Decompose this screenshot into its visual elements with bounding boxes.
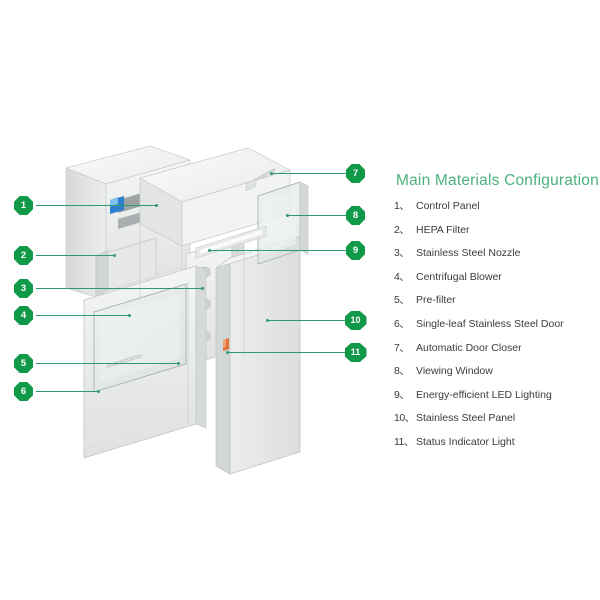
legend-title: Main Materials Configuration — [396, 172, 599, 189]
leader-endpoint-7 — [270, 171, 273, 175]
ceiling-slab — [139, 147, 291, 247]
legend-item-number: 3、 — [394, 247, 410, 260]
legend-list: 1、 Control Panel 2、 HEPA Filter 3、 Stain… — [394, 201, 600, 461]
legend-item-number: 8、 — [394, 365, 410, 378]
legend-item-11: 11、 Status Indicator Light — [394, 437, 600, 461]
callout-badge-2[interactable]: 2 — [14, 246, 33, 265]
legend-block: Main Materials Configuration 1、 Control … — [394, 172, 600, 461]
legend-item-number: 4、 — [394, 270, 410, 283]
leader-endpoint-9 — [208, 248, 211, 252]
legend-item-3: 3、 Stainless Steel Nozzle — [394, 248, 600, 272]
single-leaf-door — [83, 265, 207, 459]
legend-item-label: Energy-efficient LED Lighting — [416, 388, 552, 401]
callout-badge-3[interactable]: 3 — [14, 279, 33, 298]
leader-line-2 — [36, 255, 114, 256]
legend-item-label: Automatic Door Closer — [416, 341, 522, 354]
product-illustration — [64, 145, 309, 475]
legend-item-label: Pre-filter — [416, 294, 456, 307]
legend-item-10: 10、 Stainless Steel Panel — [394, 413, 600, 437]
callout-badge-1[interactable]: 1 — [14, 196, 33, 215]
callout-badge-6[interactable]: 6 — [14, 382, 33, 401]
leader-endpoint-10 — [266, 318, 269, 322]
leader-line-4 — [36, 315, 129, 316]
leader-line-8 — [288, 215, 346, 216]
legend-item-8: 8、 Viewing Window — [394, 366, 600, 390]
leader-endpoint-6 — [97, 389, 100, 393]
legend-item-label: Viewing Window — [416, 365, 493, 378]
legend-item-label: Status Indicator Light — [416, 435, 515, 448]
callout-badge-7[interactable]: 7 — [346, 164, 365, 183]
leader-endpoint-11 — [226, 350, 229, 354]
leader-line-6 — [36, 391, 98, 392]
leader-line-7 — [272, 173, 346, 174]
leader-endpoint-5 — [177, 361, 180, 365]
legend-item-number: 2、 — [394, 223, 410, 236]
callout-badge-9[interactable]: 9 — [346, 241, 365, 260]
leader-line-5 — [36, 363, 178, 364]
legend-item-number: 7、 — [394, 341, 410, 354]
legend-item-2: 2、 HEPA Filter — [394, 225, 600, 249]
legend-item-number: 1、 — [394, 200, 410, 212]
legend-item-label: HEPA Filter — [416, 223, 470, 236]
leader-line-1 — [36, 205, 156, 206]
legend-item-label: Single-leaf Stainless Steel Door — [416, 317, 564, 330]
status-indicator-light-part — [223, 338, 229, 351]
callout-badge-10[interactable]: 10 — [344, 311, 367, 330]
leader-line-10 — [268, 320, 346, 321]
callout-badge-4[interactable]: 4 — [14, 306, 33, 325]
legend-item-label: Control Panel — [416, 200, 480, 212]
legend-item-number: 11、 — [394, 435, 414, 448]
legend-item-7: 7、 Automatic Door Closer — [394, 343, 600, 367]
leader-endpoint-3 — [201, 286, 204, 290]
leader-line-9 — [210, 250, 346, 251]
legend-item-number: 10、 — [394, 412, 415, 425]
legend-item-number: 9、 — [394, 388, 410, 401]
legend-item-9: 9、 Energy-efficient LED Lighting — [394, 390, 600, 414]
leader-endpoint-2 — [113, 253, 116, 257]
stainless-steel-side-panel — [215, 235, 301, 475]
legend-item-1: 1、 Control Panel — [394, 201, 600, 225]
leader-endpoint-4 — [128, 313, 131, 317]
legend-item-4: 4、 Centrifugal Blower — [394, 272, 600, 296]
viewing-window-part — [257, 181, 309, 265]
legend-item-label: Centrifugal Blower — [416, 270, 502, 283]
legend-item-number: 5、 — [394, 294, 410, 307]
legend-item-label: Stainless Steel Nozzle — [416, 247, 521, 260]
leader-endpoint-1 — [155, 203, 158, 207]
legend-item-5: 5、 Pre-filter — [394, 295, 600, 319]
callout-badge-5[interactable]: 5 — [14, 354, 33, 373]
frame-struts — [139, 224, 245, 356]
legend-item-label: Stainless Steel Panel — [416, 412, 516, 425]
leader-line-3 — [36, 288, 202, 289]
callout-badge-8[interactable]: 8 — [346, 206, 365, 225]
leader-line-11 — [228, 352, 346, 353]
legend-item-number: 6、 — [394, 317, 410, 330]
leader-endpoint-8 — [286, 213, 289, 217]
legend-item-6: 6、 Single-leaf Stainless Steel Door — [394, 319, 600, 343]
callout-badge-11[interactable]: 11 — [344, 343, 367, 362]
